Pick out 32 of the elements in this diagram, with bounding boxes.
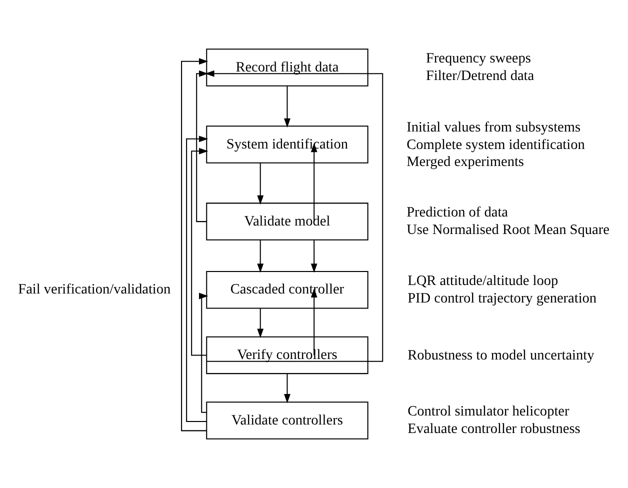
arrow	[196, 70, 208, 222]
node-label: Initial values from subsystems	[406, 119, 581, 136]
arrow	[310, 142, 318, 222]
arrow	[310, 288, 318, 356]
node-label: Use Normalised Root Mean Square	[406, 222, 610, 238]
arrow	[205, 70, 384, 362]
label: Fail verification/validation	[18, 282, 171, 298]
node-box: Validate controllers	[206, 402, 368, 440]
arrow	[310, 240, 318, 273]
arrow	[284, 374, 290, 404]
arrow	[284, 86, 290, 128]
arrow	[186, 136, 208, 422]
arrow	[257, 163, 264, 205]
node-box: Verify controllers	[206, 336, 368, 374]
node-label: Prediction of data	[406, 204, 508, 221]
arrow	[257, 240, 264, 273]
node-label: LQR attitude/altitude loop	[408, 273, 558, 290]
node-label: Control simulator helicopter	[408, 404, 570, 420]
node-box: Validate model	[206, 202, 368, 240]
node-box: System identification	[206, 126, 368, 164]
arrow	[198, 292, 208, 413]
node-label: PID control trajectory generation	[408, 290, 597, 306]
node-label: Merged experiments	[406, 154, 524, 170]
arrow	[191, 148, 208, 356]
node-label: Evaluate controller robustness	[408, 420, 580, 437]
node-label: Frequency sweeps	[426, 50, 531, 67]
node-box: Cascaded controller	[206, 271, 368, 309]
node-label: Robustness to model uncertainty	[408, 347, 594, 364]
arrow	[257, 308, 264, 338]
node-label: Complete system identification	[406, 136, 585, 153]
node-label: Filter/Detrend data	[426, 68, 534, 84]
arrow	[181, 58, 208, 432]
